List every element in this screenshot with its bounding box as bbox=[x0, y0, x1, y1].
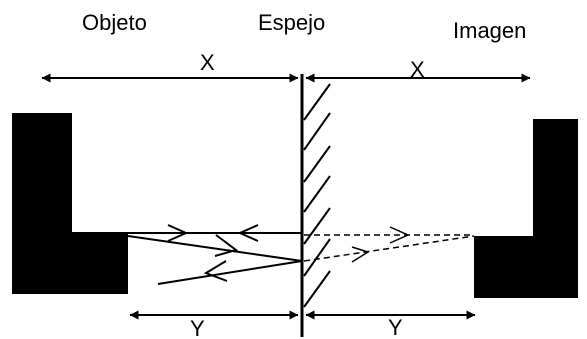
ray-reflected-oblique bbox=[157, 260, 303, 285]
object-label: Objeto bbox=[82, 10, 147, 35]
distance-x-right-label: X bbox=[410, 57, 425, 82]
distance-y-left-label: Y bbox=[190, 316, 205, 339]
ray-horizontal bbox=[128, 224, 302, 242]
distance-y-right-label: Y bbox=[388, 315, 403, 339]
image-label: Imagen bbox=[453, 18, 526, 43]
distance-x-left-label: X bbox=[200, 50, 215, 75]
virtual-ray-horizontal bbox=[304, 226, 474, 244]
mirror-label: Espejo bbox=[258, 10, 325, 35]
virtual-ray-oblique bbox=[303, 235, 475, 263]
object-shape bbox=[12, 113, 128, 294]
mirror-hatching bbox=[303, 83, 331, 308]
ray-incident-oblique bbox=[127, 234, 303, 262]
image-shape bbox=[474, 119, 578, 298]
